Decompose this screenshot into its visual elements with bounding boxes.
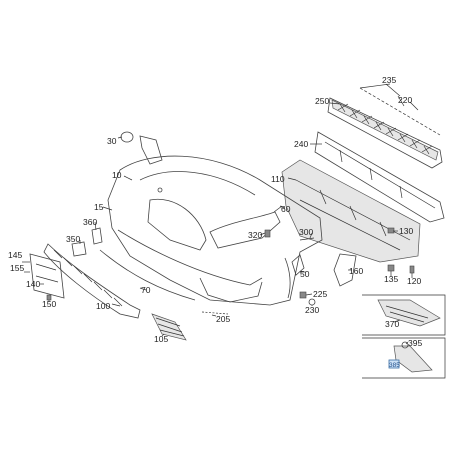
label-10: 10 (112, 170, 122, 180)
part-60 (273, 205, 283, 213)
label-235: 235 (382, 75, 396, 85)
label-370: 370 (385, 319, 399, 329)
label-120: 120 (407, 276, 421, 286)
label-105: 105 (154, 334, 168, 344)
label-60: 60 (281, 204, 291, 214)
label-240: 240 (294, 139, 308, 149)
label-110: 110 (271, 174, 285, 184)
upper-grille-part (327, 97, 443, 169)
label-155: 155 (10, 263, 24, 273)
label-385: 385 (389, 362, 400, 369)
label-70: 70 (141, 285, 151, 295)
label-15: 15 (94, 202, 104, 212)
trim-strip-part (359, 87, 441, 136)
label-205: 205 (216, 314, 230, 324)
detail-inset-395 (362, 337, 446, 379)
mesh-insert-part (151, 313, 187, 341)
fastener-225 (299, 291, 307, 299)
bumper-cover-part (107, 155, 323, 306)
label-100: 100 (96, 301, 110, 311)
underbody-panel-part (281, 159, 421, 263)
label-350: 350 (66, 234, 80, 244)
fastener-135 (387, 264, 395, 272)
label-360: 360 (83, 217, 97, 227)
label-300: 300 (299, 227, 313, 237)
label-130: 130 (399, 226, 413, 236)
clip-350-part (71, 241, 87, 257)
chrome-strip-part (99, 249, 196, 301)
detail-inset-370 (362, 294, 446, 336)
label-150: 150 (42, 299, 56, 309)
label-145: 145 (8, 250, 22, 260)
bracket-30-part (120, 131, 163, 165)
label-225: 225 (313, 289, 327, 299)
lower-grille-part (43, 243, 141, 319)
leader-lines (22, 83, 419, 345)
label-230: 230 (305, 305, 319, 315)
upper-deflector-part (314, 131, 445, 223)
bracket-160-part (333, 253, 357, 287)
label-220: 220 (398, 95, 412, 105)
part-labels: 235 250 220 30 240 10 110 60 15 360 350 … (8, 75, 422, 369)
screw-320-part (264, 229, 271, 238)
label-30: 30 (107, 136, 117, 146)
fastener-120 (409, 265, 415, 274)
label-135: 135 (384, 274, 398, 284)
fastener-130 (387, 227, 395, 234)
label-50: 50 (300, 269, 310, 279)
label-140: 140 (26, 279, 40, 289)
part-300 (299, 237, 315, 241)
label-250: 250 (315, 96, 329, 106)
label-160: 160 (349, 266, 363, 276)
label-320: 320 (248, 230, 262, 240)
trim-205-part (201, 311, 229, 315)
license-plate-mount-part (29, 253, 65, 299)
clip-360-part (91, 227, 103, 245)
label-395: 395 (408, 338, 422, 348)
